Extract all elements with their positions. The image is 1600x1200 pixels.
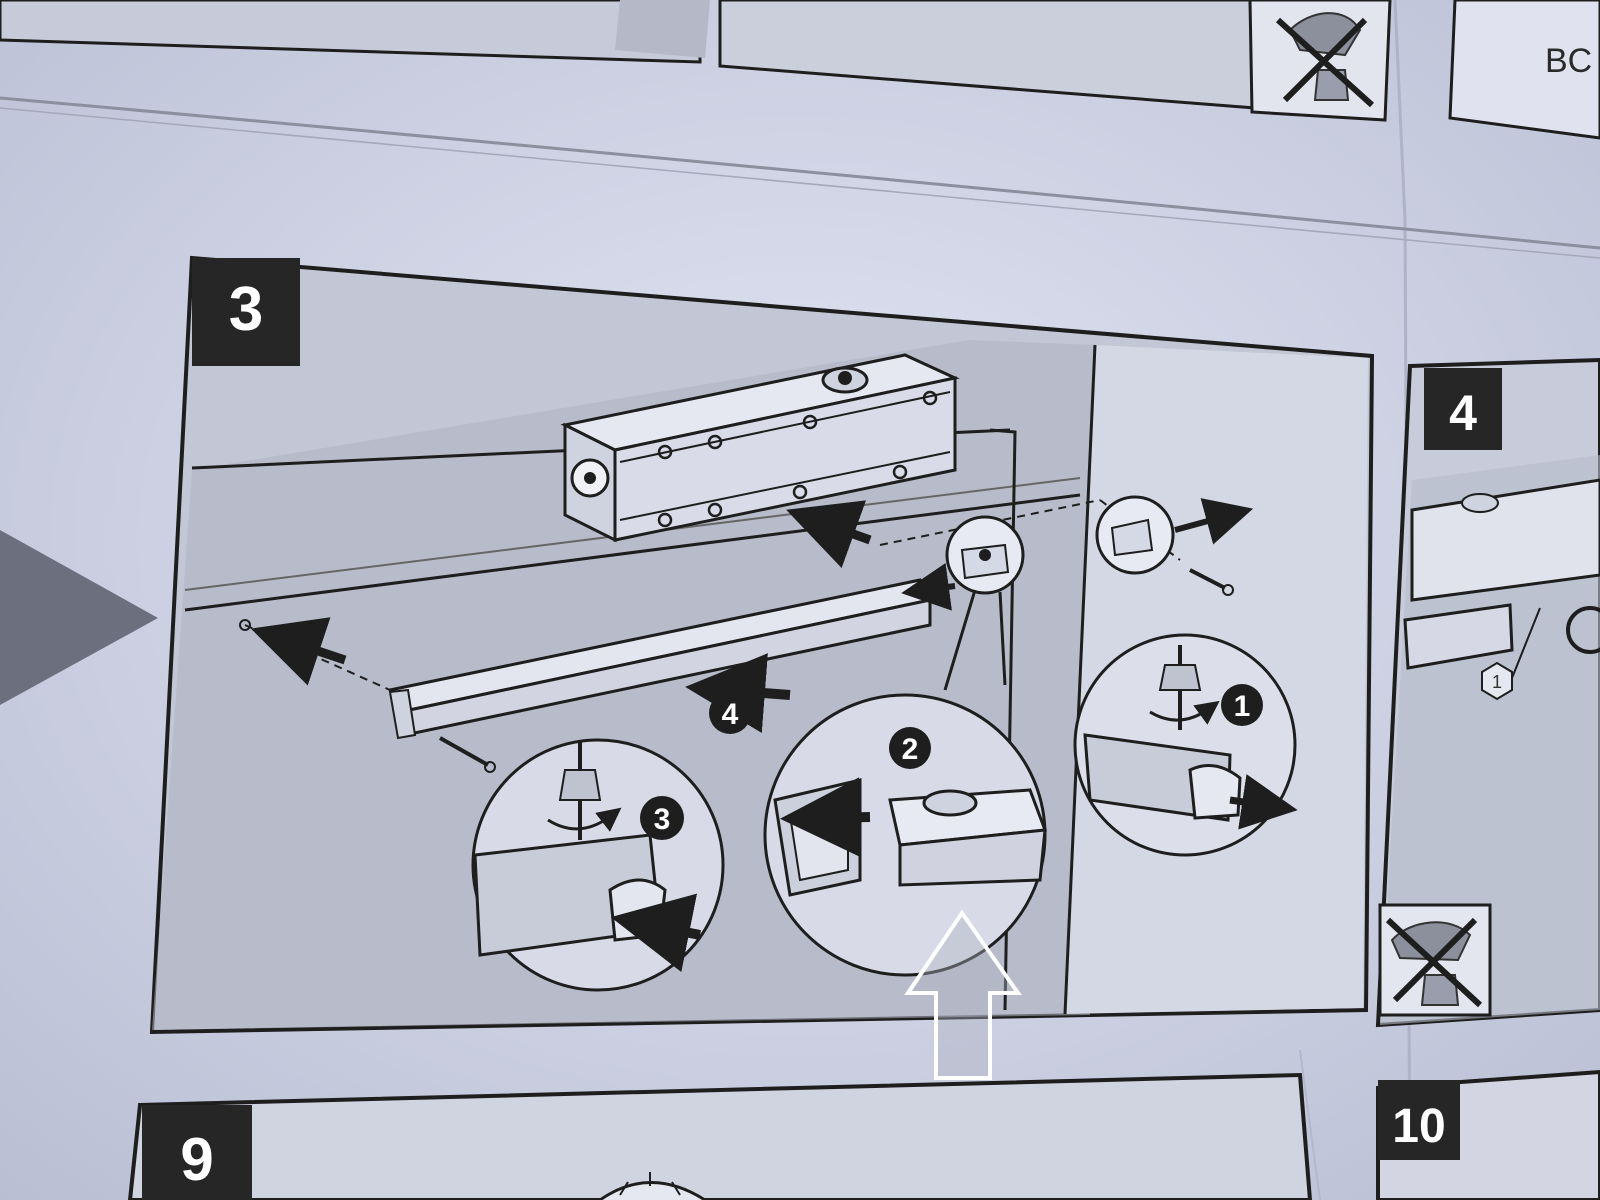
callout-label: 1: [1492, 672, 1502, 692]
sub-step-badge: 2: [889, 727, 931, 769]
sub-step-number: 4: [722, 698, 739, 731]
detail-circle-3: [471, 738, 725, 992]
no-power-drill-icon: [1275, 12, 1375, 108]
step-number-right: 4: [1449, 385, 1477, 441]
slide-block-callout: [943, 515, 1025, 691]
step-number-bottom-right: 10: [1392, 1100, 1445, 1153]
up-arrow-highlight-icon: [904, 909, 1022, 1080]
top-right-text: BC: [1545, 42, 1592, 80]
sub-step-badge: 4: [709, 692, 751, 734]
step-label-box: [142, 1105, 252, 1200]
step-number-main: 3: [229, 275, 263, 344]
step-9-panel: [127, 1072, 1313, 1200]
play-triangle-icon: [0, 530, 158, 705]
detail-circle-1: [1073, 633, 1298, 857]
stop-block-callout: [1095, 495, 1175, 575]
step-label-box: [192, 258, 300, 366]
separator-line: [0, 96, 1600, 250]
sub-step-number: 3: [654, 803, 671, 836]
callout-hexagon: 1: [1481, 661, 1513, 701]
paper-fold: [1299, 1049, 1321, 1200]
sub-step-badge: 3: [640, 796, 684, 840]
step-number-bottom-left: 9: [180, 1126, 213, 1193]
step-label-box: [1424, 368, 1502, 450]
sub-step-number: 2: [902, 733, 919, 766]
sub-step-number: 1: [1234, 690, 1251, 723]
sub-step-badge: 1: [1221, 684, 1263, 726]
step-label-box: [1378, 1080, 1460, 1160]
detail-circle-2: [763, 693, 1048, 977]
no-power-drill-icon: [1378, 903, 1492, 1017]
door-closer-body: [560, 353, 960, 543]
guide-arrows: [239, 498, 1254, 773]
